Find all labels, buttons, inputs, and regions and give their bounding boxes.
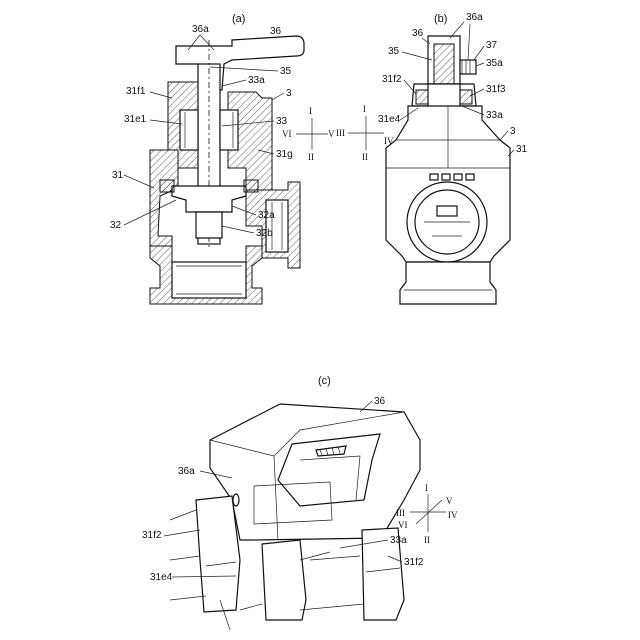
label-a-axes-left: VI [282,129,292,139]
body-31-left [150,150,178,246]
valve-disc-32 [172,186,246,212]
stem-lower [196,212,222,238]
base-b [400,262,496,304]
label-c-axes-right: IV [448,510,458,520]
bush-right [220,110,238,150]
bush-left [180,110,198,150]
label-c-labels-5: 31e4 [150,572,173,583]
label-a-labels-5: 3 [286,88,292,99]
label-a-labels-7: 33 [276,116,288,127]
post-left [196,496,240,612]
label-a-labels-11: 32a [258,210,275,221]
seal-left [160,180,174,192]
panel-a: (a) 36a 36 35 [110,13,335,304]
label-c-axes-upper_right: V [446,496,453,506]
outlet-bore [266,200,288,252]
label-c-labels-0: 36 [374,396,386,407]
label-c-labels-4: 31f2 [404,557,424,568]
label-a-labels-4: 31f1 [126,86,146,97]
label-b-labels-0: 36a [466,12,483,23]
label-b-labels-2: 37 [486,40,498,51]
label-a-labels-10: 32 [110,220,122,231]
handle-core [434,44,454,84]
label-a-axes-up: I [309,106,312,116]
caption-c: (c) [318,375,331,387]
label-b-labels-5: 31f2 [382,74,402,85]
caption-b: (b) [434,13,447,25]
label-c-axes-up: I [425,483,428,493]
label-c-labels-1: 36a [178,466,195,477]
spindle-head [428,84,460,108]
caption-a: (a) [232,13,245,25]
label-b-labels-4: 35a [486,58,503,69]
label-a-axes-right: V [328,129,335,139]
direction-axes-b: I II III IV [336,104,394,162]
screw-37 [460,60,476,74]
label-b-axes-right: IV [384,136,394,146]
label-b-labels-8: 33a [486,110,503,121]
label-a-labels-2: 35 [280,66,292,77]
label-c-labels-2: 31f2 [142,530,162,541]
label-b-labels-10: 31 [516,144,528,155]
label-a-labels-8: 31g [276,149,293,160]
post-center [262,540,306,620]
label-a-labels-12: 32b [256,228,273,239]
label-a-labels-9: 31 [112,170,124,181]
label-a-labels-1: 36 [270,26,282,37]
pin-hole [233,494,239,506]
label-c-axes-lower_left: VI [398,520,408,530]
panel-b: (b) 36a 36 37 [336,12,528,304]
handle-window [278,434,380,506]
seal-right [244,180,258,192]
label-b-labels-1: 36 [412,28,424,39]
label-b-axes-left: III [336,128,345,138]
label-b-axes-up: I [363,104,366,114]
drain-port [172,262,246,298]
label-b-labels-7: 31e4 [378,114,401,125]
panel-c: (c) 36 36a 31f2 33a 31f2 31e4 [142,375,458,630]
label-a-labels-0: 36a [192,24,209,35]
label-c-axes-down: II [424,535,430,545]
label-a-axes-down: II [308,152,314,162]
label-a-labels-3: 33a [248,75,265,86]
valve-face [437,206,457,216]
label-c-labels-3: 33a [390,535,407,546]
label-c-axes-left: III [396,508,405,518]
label-b-labels-9: 3 [510,126,516,137]
label-b-labels-3: 35 [388,46,400,57]
label-b-labels-6: 31f3 [486,84,506,95]
label-a-labels-6: 31e1 [124,114,147,125]
label-b-axes-down: II [362,152,368,162]
